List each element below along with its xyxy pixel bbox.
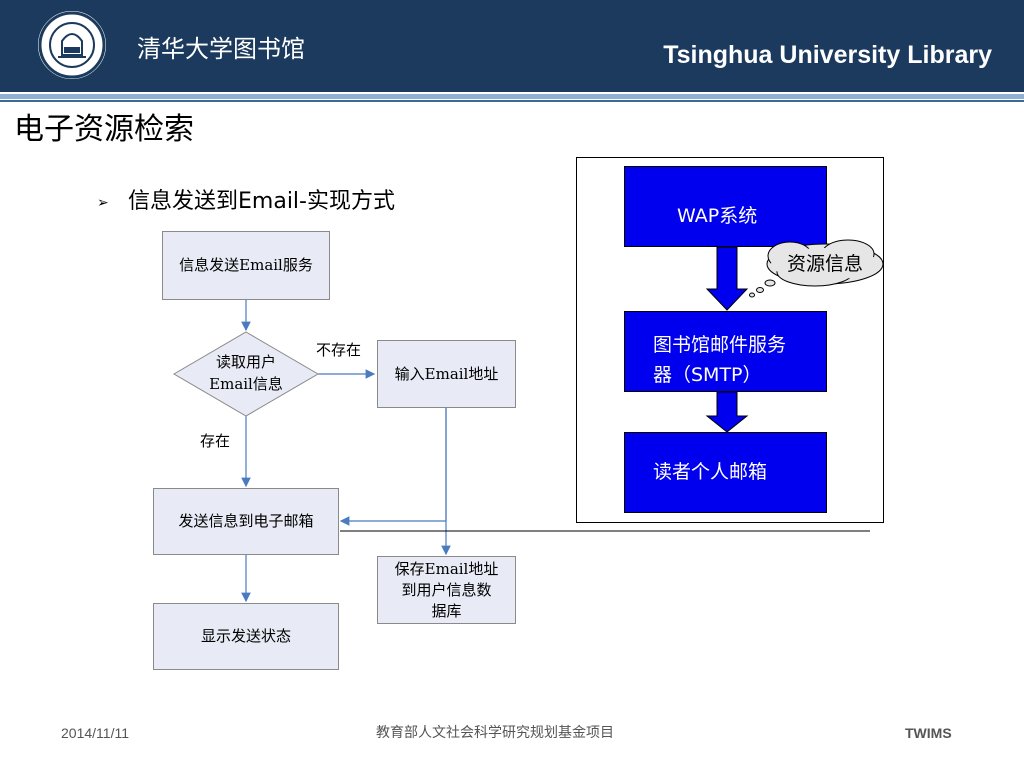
box-reader-mailbox: 读者个人邮箱 (624, 432, 827, 513)
arrow-wap-to-server (705, 246, 749, 311)
bullet-arrow-icon: ➢ (97, 195, 109, 211)
footer-funding: 教育部人文社会科学研究规划基金项目 (376, 725, 614, 741)
bullet-text: 信息发送到Email-实现方式 (128, 189, 395, 214)
library-name-en: Tsinghua University Library (663, 41, 992, 69)
box-mail-server-line2: 器（SMTP） (653, 364, 762, 386)
decision-label: 读取用户 Email信息 (176, 343, 316, 403)
header-divider-dark (0, 100, 1024, 102)
label-not-exist: 不存在 (316, 341, 362, 359)
arrow-server-to-mailbox (705, 391, 749, 433)
box-send-status: 显示发送状态 (153, 603, 339, 670)
box-email-service-label: 信息发送Email服务 (179, 256, 313, 274)
page-title: 电子资源检索 (14, 112, 194, 147)
box-send-email: 发送信息到电子邮箱 (153, 488, 339, 555)
box-save-line2: 到用户信息数 (401, 580, 492, 599)
library-name-cn: 清华大学图书馆 (137, 35, 305, 63)
footer-date: 2014/11/11 (61, 725, 129, 741)
box-save-email: 保存Email地址 到用户信息数 据库 (377, 556, 516, 624)
label-exist: 存在 (200, 432, 231, 450)
box-email-service: 信息发送Email服务 (162, 231, 330, 300)
footer-twims: TWIMS (905, 725, 952, 741)
box-reader-mailbox-label: 读者个人邮箱 (653, 461, 768, 483)
box-save-line3: 据库 (431, 601, 462, 620)
header-bar (0, 0, 1024, 92)
box-send-email-label: 发送信息到电子邮箱 (178, 512, 314, 530)
box-wap-system-label: WAP系统 (677, 205, 758, 227)
university-seal-logo (36, 9, 108, 81)
decision-line2: Email信息 (209, 375, 283, 393)
box-mail-server: 图书馆邮件服务 器（SMTP） (624, 311, 827, 392)
callout-resource-info: 资源信息 (786, 253, 863, 275)
box-mail-server-line1: 图书馆邮件服务 (653, 334, 787, 356)
decision-diamond (173, 331, 319, 417)
header-divider (0, 94, 1024, 99)
box-send-status-label: 显示发送状态 (200, 627, 291, 645)
decision-line1: 读取用户 (215, 353, 276, 371)
box-input-email-label: 输入Email地址 (394, 364, 499, 383)
thought-cloud-icon (749, 239, 884, 298)
box-wap-system: WAP系统 (624, 166, 827, 247)
box-save-line1: 保存Email地址 (394, 559, 499, 578)
seal-icon (38, 11, 106, 79)
box-input-email: 输入Email地址 (377, 340, 516, 408)
